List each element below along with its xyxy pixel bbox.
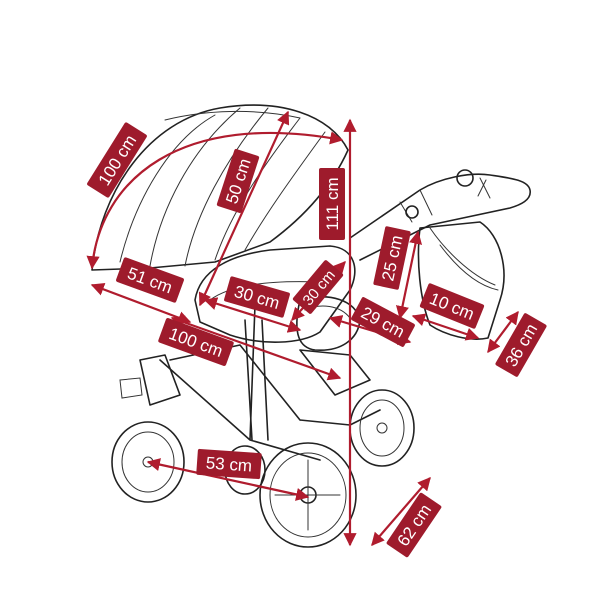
svg-text:53 cm: 53 cm: [205, 453, 253, 475]
label-bag-height: 25 cm: [373, 226, 411, 290]
label-total-length: 100 cm: [158, 318, 234, 366]
label-wheelbase: 53 cm: [196, 448, 262, 480]
label-bag-width: 36 cm: [495, 313, 547, 377]
stroller-illustration: [91, 104, 531, 548]
dim-line-wheel-track: [371, 477, 431, 546]
dim-line-bag-depth: [411, 313, 480, 341]
label-canopy-depth: 50 cm: [216, 148, 260, 214]
front-wheel-back: [349, 389, 415, 467]
dim-line-bag-height: [395, 230, 423, 320]
dim-line-wheelbase: [146, 458, 310, 501]
handlebar: [349, 173, 531, 261]
label-total-height: 111 cm: [319, 168, 345, 240]
dim-line-bag-width: [487, 310, 519, 354]
dim-line-total-length: [170, 315, 342, 381]
dimension-labels: 100 cm 50 cm 111 cm 51 cm 30 cm 30 cm: [87, 122, 547, 558]
svg-text:111 cm: 111 cm: [323, 177, 342, 230]
label-wheel-track: 62 cm: [386, 492, 442, 558]
label-basket-width: 29 cm: [351, 297, 415, 347]
dim-line-canopy-depth: [198, 110, 290, 307]
front-wheel-front: [259, 442, 357, 548]
